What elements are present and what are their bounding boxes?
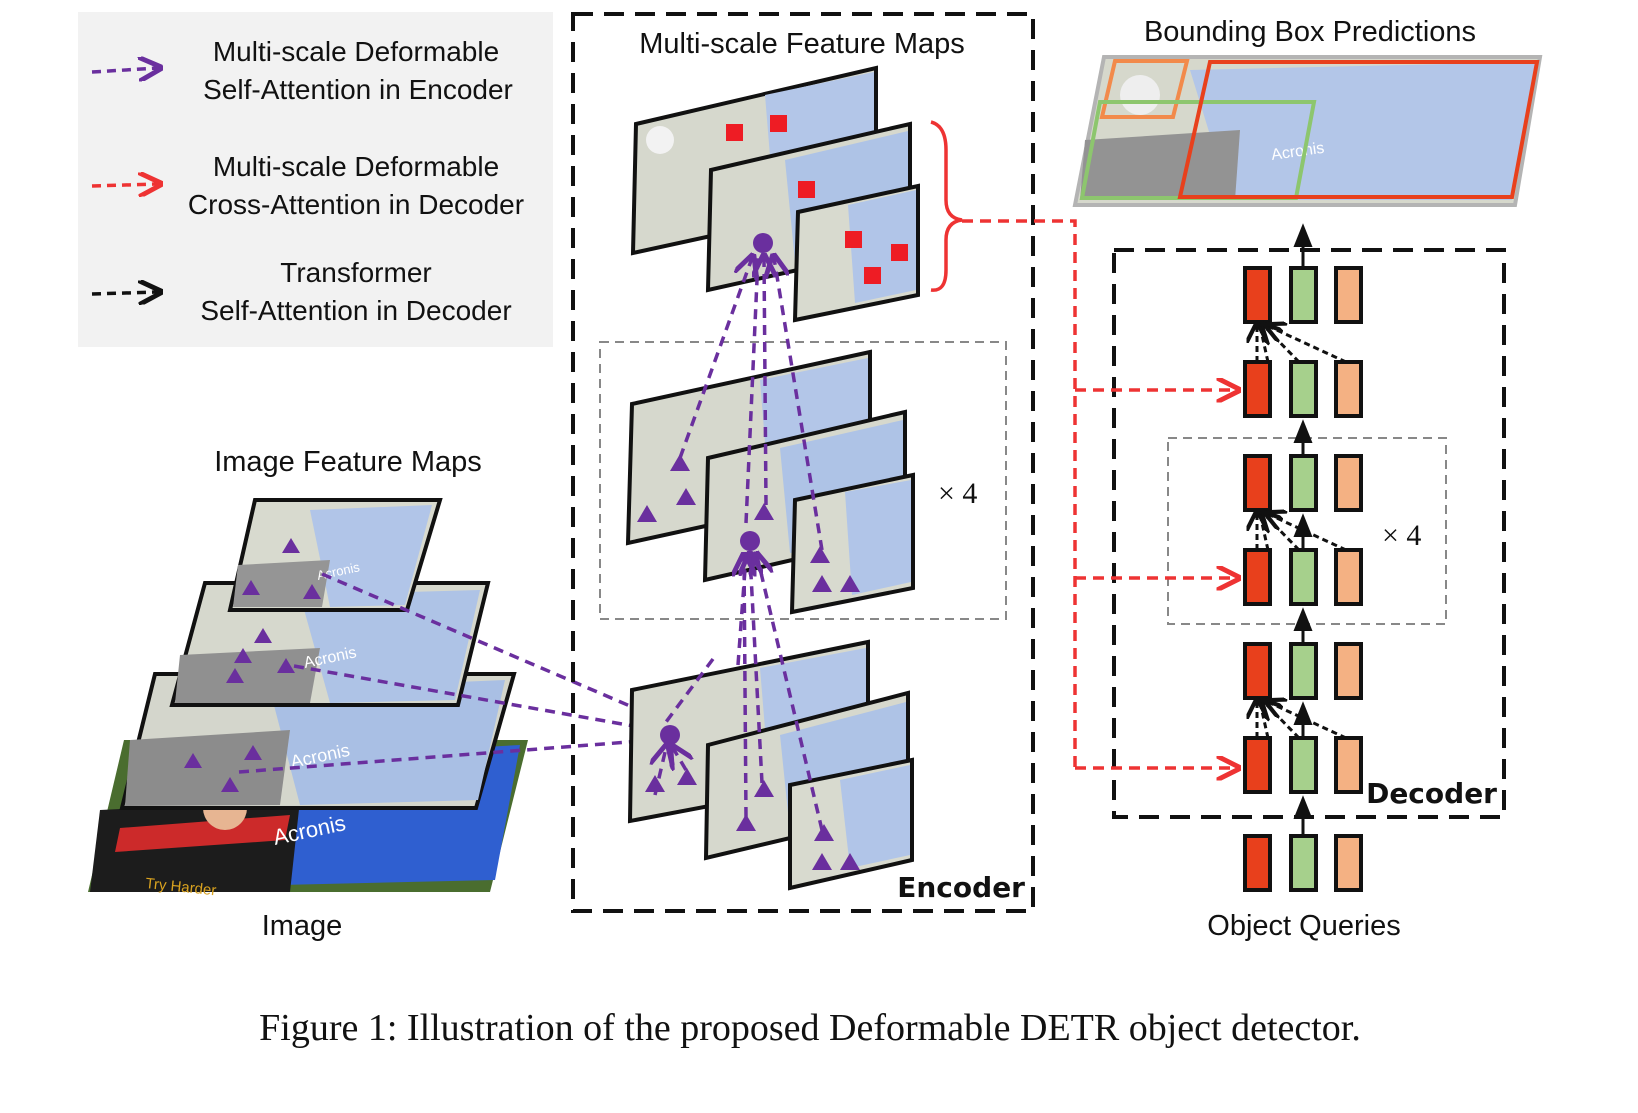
- legend-decoder-self-attention-arrow: [91, 292, 158, 294]
- bbox-orange: [1099, 59, 1190, 119]
- query-row: [1243, 736, 1363, 794]
- sampling-point: [670, 454, 690, 471]
- encoder-repeat-label: × 4: [938, 477, 977, 510]
- image-feature-maps-label: Image Feature Maps: [214, 446, 482, 478]
- encoder-box: [571, 12, 1035, 913]
- sampling-point: [736, 814, 756, 831]
- encoder-feature-stack-bottom: [627, 639, 914, 891]
- sampling-point: [242, 580, 260, 595]
- query-row: [1243, 360, 1363, 418]
- image-feature-map-small: Acronis: [227, 498, 443, 612]
- encoder-label: Encoder: [897, 871, 1025, 904]
- multiscale-feature-maps-label: Multi-scale Feature Maps: [639, 28, 965, 60]
- sampling-point: [303, 584, 321, 599]
- encoder-feature-stack-middle: [625, 349, 915, 615]
- sampling-point: [221, 777, 239, 792]
- legend-cross-attention-arrow: [91, 184, 158, 186]
- sampling-point: [254, 628, 272, 643]
- sampling-point: [754, 780, 774, 797]
- encoder-sampling-points: [637, 233, 860, 870]
- sampling-point: [810, 546, 830, 563]
- memory-brace: [930, 120, 963, 292]
- decoder-label: Decoder: [1366, 777, 1497, 810]
- reference-point: [891, 244, 908, 261]
- query-row: [1243, 266, 1363, 324]
- legend-item-3-line2: Self-Attention in Decoder: [200, 295, 511, 326]
- bbox-red: [1177, 60, 1540, 199]
- decoder-self-attention-arrows: [1257, 326, 1347, 740]
- image-feature-sampling-points: [184, 538, 321, 792]
- legend: Multi-scale Deformable Self-Attention in…: [78, 12, 553, 347]
- sampling-point: [754, 503, 774, 520]
- encoder-repeat-block: [599, 341, 1007, 620]
- reference-points: [726, 115, 908, 284]
- object-queries-label: Object Queries: [1207, 910, 1400, 942]
- sampling-point: [814, 824, 834, 841]
- legend-item-2-line1: Multi-scale Deformable: [213, 151, 499, 182]
- query-row: [1243, 642, 1363, 700]
- legend-item-3-line1: Transformer: [280, 257, 431, 288]
- sampling-point: [812, 853, 832, 870]
- legend-item-1-line1: Multi-scale Deformable: [213, 36, 499, 67]
- object-queries-input: [1243, 834, 1363, 892]
- reference-point: [845, 231, 862, 248]
- sampling-point: [277, 658, 295, 673]
- encoder-attention-arrows: [655, 258, 824, 831]
- decoder-queries: [1243, 266, 1363, 892]
- query-row: [1243, 548, 1363, 606]
- image-label: Image: [262, 910, 343, 942]
- sampling-point: [676, 488, 696, 505]
- reference-point: [798, 181, 815, 198]
- sampling-point: [244, 745, 262, 760]
- sampling-point: [677, 768, 697, 785]
- encoder-query-point: [660, 725, 680, 745]
- sampling-point: [282, 538, 300, 553]
- reference-point: [726, 124, 743, 141]
- sampling-point: [840, 853, 860, 870]
- cross-attention-arrows: [962, 219, 1236, 770]
- sampling-point: [234, 648, 252, 663]
- reference-point: [864, 267, 881, 284]
- sampling-point: [226, 668, 244, 683]
- sampling-point: [840, 575, 860, 592]
- prediction-image: Acronis: [1072, 55, 1543, 207]
- encoder-query-point: [753, 233, 773, 253]
- sampling-point: [637, 505, 657, 522]
- legend-item-1-line2: Self-Attention in Encoder: [203, 74, 513, 105]
- figure-caption: Figure 1: Illustration of the proposed D…: [259, 1007, 1361, 1049]
- bounding-box-predictions-label: Bounding Box Predictions: [1144, 16, 1476, 48]
- legend-encoder-attention-arrow: [91, 68, 158, 72]
- sampling-point: [645, 775, 665, 792]
- sampling-point: [184, 753, 202, 768]
- image-to-encoder-attention-arrows: [238, 572, 658, 774]
- sampling-point: [812, 575, 832, 592]
- image-feature-map-large: Acronis: [119, 672, 517, 810]
- decoder-repeat-label: × 4: [1382, 519, 1421, 552]
- legend-item-2-line2: Cross-Attention in Decoder: [188, 189, 524, 220]
- encoder-feature-stack-top: [630, 65, 920, 323]
- encoder-query-point: [740, 531, 760, 551]
- reference-point: [770, 115, 787, 132]
- query-row: [1243, 454, 1363, 512]
